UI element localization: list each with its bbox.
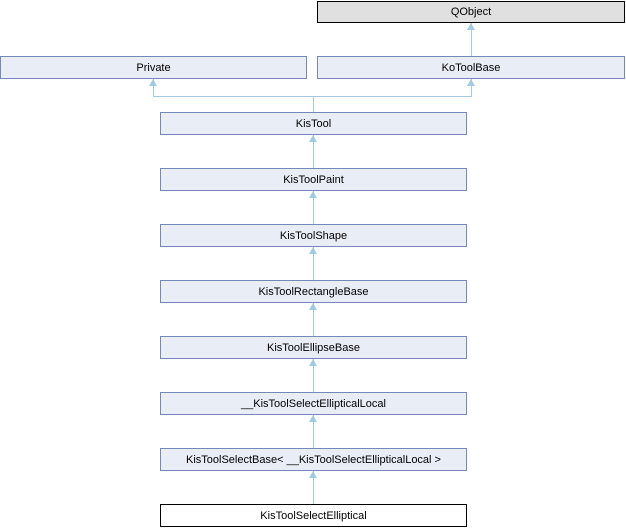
edge-kistool-kotoolbase-arrowhead	[467, 79, 475, 86]
edge-localclass-kistoolellipsebase-arrowhead	[309, 359, 317, 366]
edge-kistoolrectanglebase-kistoolshape-arrowhead	[309, 247, 317, 254]
edge-kistoolshape-kistoolpaint-line	[313, 191, 314, 224]
edge-kistoolselectbase-localclass-line	[313, 415, 314, 448]
edge-kistool-kotoolbase-line	[471, 79, 472, 96]
class-node-kistoolellipsebase[interactable]: KisToolEllipseBase	[160, 336, 467, 359]
edge-kistool-parents-stem-line	[313, 96, 314, 112]
edge-kistoolselectelliptical-kistoolselectbase-arrowhead	[309, 471, 317, 478]
edge-kistool-private-arrowhead	[149, 79, 157, 86]
edge-localclass-kistoolellipsebase-line	[313, 359, 314, 392]
edge-kistoolselectbase-localclass-arrowhead	[309, 415, 317, 422]
class-node-kistoolselectelliptical-current: KisToolSelectElliptical	[160, 504, 467, 527]
class-node-kistoolshape[interactable]: KisToolShape	[160, 224, 467, 247]
class-node-qobject[interactable]: QObject	[317, 1, 625, 23]
edge-kistoolselectelliptical-kistoolselectbase-line	[313, 471, 314, 504]
class-node-kistoolselectellipticallocal-label: __KisToolSelectEllipticalLocal	[241, 397, 386, 410]
class-node-qobject-label: QObject	[450, 6, 492, 18]
class-node-kistoolshape-label: KisToolShape	[279, 229, 348, 242]
class-node-kistoolselectellipticallocal[interactable]: __KisToolSelectEllipticalLocal	[160, 392, 467, 415]
class-node-kistoolselectbase[interactable]: KisToolSelectBase< __KisToolSelectEllipt…	[160, 448, 467, 471]
class-node-kistoolellipsebase-label: KisToolEllipseBase	[267, 341, 360, 354]
edge-kotoolbase-qobject-arrowhead	[467, 23, 475, 30]
class-node-kistoolrectanglebase-label: KisToolRectangleBase	[258, 285, 369, 298]
class-node-kotoolbase[interactable]: KoToolBase	[317, 56, 625, 79]
class-node-kistool[interactable]: KisTool	[160, 112, 467, 135]
edge-kistoolpaint-kistool-line	[313, 135, 314, 168]
edge-kistoolellipsebase-kistoolrectanglebase-line	[313, 303, 314, 336]
class-node-kistoolpaint[interactable]: KisToolPaint	[160, 168, 467, 191]
edge-kistoolellipsebase-kistoolrectanglebase-arrowhead	[309, 303, 317, 310]
edge-kistool-private-line	[153, 79, 154, 96]
class-node-kistoolselectbase-label: KisToolSelectBase< __KisToolSelectEllipt…	[186, 453, 441, 466]
class-node-kistoolpaint-label: KisToolPaint	[283, 173, 344, 186]
class-node-kotoolbase-label: KoToolBase	[441, 61, 501, 74]
edge-kotoolbase-qobject-line	[471, 23, 472, 56]
class-node-kistoolselectelliptical-label: KisToolSelectElliptical	[260, 509, 367, 522]
edge-kistool-parents-crossbar-line	[153, 96, 472, 97]
class-node-private-label: Private	[136, 61, 171, 74]
class-node-kistool-label: KisTool	[295, 117, 332, 130]
class-node-private[interactable]: Private	[0, 56, 307, 79]
edge-kistoolpaint-kistool-arrowhead	[309, 135, 317, 142]
edge-kistoolshape-kistoolpaint-arrowhead	[309, 191, 317, 198]
class-node-kistoolrectanglebase[interactable]: KisToolRectangleBase	[160, 280, 467, 303]
edge-kistoolrectanglebase-kistoolshape-line	[313, 247, 314, 280]
